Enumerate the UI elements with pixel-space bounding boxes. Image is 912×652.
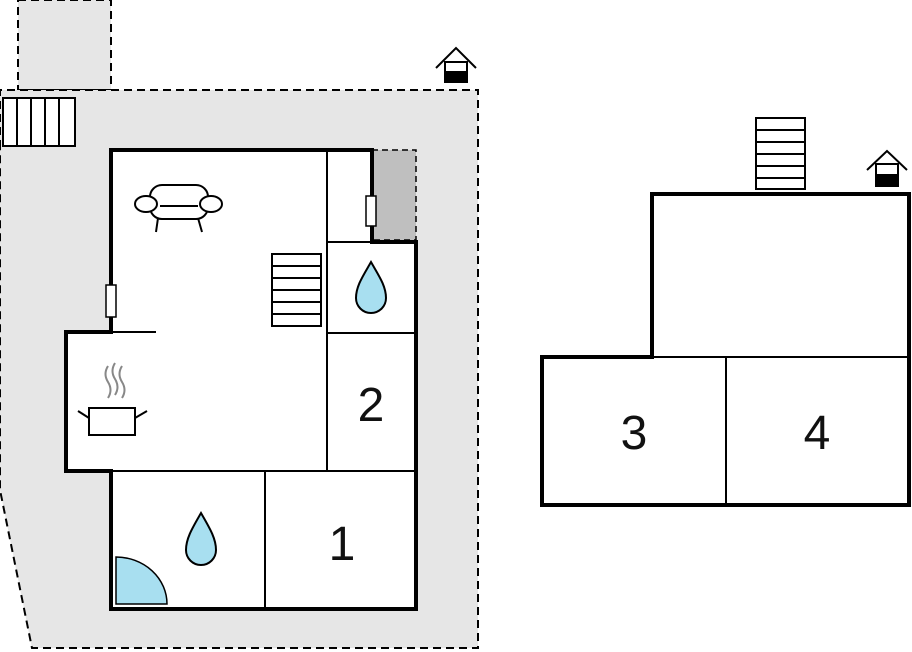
window-icon	[365, 195, 377, 227]
cooking-pot-icon	[77, 362, 148, 436]
upper-floor-plan: 3 4	[540, 117, 911, 507]
shower-icon	[115, 556, 168, 605]
storage-area	[371, 149, 417, 241]
stairs-icon	[755, 117, 806, 190]
house-entrance-icon	[435, 46, 477, 83]
water-drop-icon	[184, 510, 218, 566]
room-label-2: 2	[358, 379, 385, 432]
room-label-1: 1	[329, 518, 356, 571]
room-label-4: 4	[804, 407, 831, 460]
window-icon	[105, 284, 117, 318]
outdoor-stairs-icon	[2, 97, 76, 147]
stairs-icon	[271, 253, 322, 327]
house-entrance-icon	[866, 149, 908, 187]
water-drop-icon	[354, 259, 388, 314]
sofa-icon	[134, 184, 223, 233]
interior-walls	[652, 356, 909, 505]
room-label-3: 3	[621, 407, 648, 460]
ground-floor-plan: 2 1	[0, 0, 479, 649]
interior-walls	[111, 150, 416, 609]
outdoor-area-top	[17, 0, 112, 91]
